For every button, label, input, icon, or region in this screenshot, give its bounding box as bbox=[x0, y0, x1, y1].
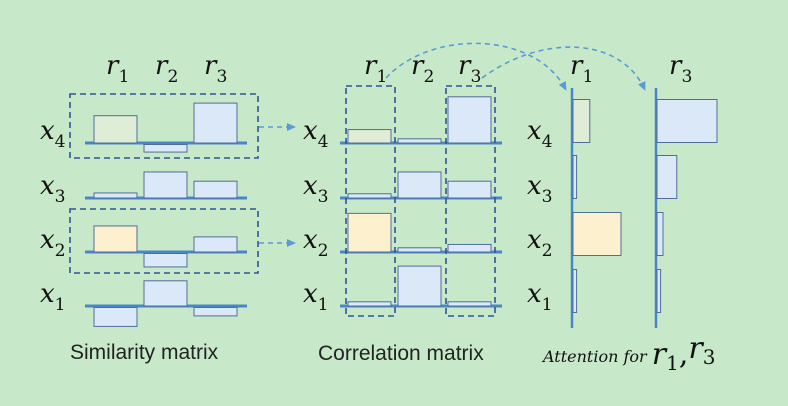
correlation-col-label-r3: r3 bbox=[458, 51, 481, 87]
correlation-bar-x4-r3 bbox=[447, 96, 492, 144]
attention-row-label-x3: x3 bbox=[527, 171, 553, 207]
correlation-row-label-x4: x4 bbox=[303, 116, 329, 152]
correlation-bar-x2-r3 bbox=[447, 243, 492, 253]
similarity-row-label-x3: x3 bbox=[40, 171, 66, 207]
correlation-row-label-x1: x1 bbox=[303, 279, 329, 315]
correlation-row-label-x3: x3 bbox=[303, 171, 329, 207]
attention-r3-bar-x1 bbox=[656, 269, 662, 313]
correlation-bar-x1-r2 bbox=[397, 265, 442, 307]
correlation-bar-x2-r1 bbox=[347, 212, 392, 253]
similarity-bar-x3-r2 bbox=[143, 171, 188, 199]
correlation-bar-x3-r2 bbox=[397, 171, 442, 199]
attention-row-label-x4: x4 bbox=[527, 116, 553, 152]
attention-row-label-x2: x2 bbox=[527, 225, 553, 261]
attention-r3-bar-x4 bbox=[656, 99, 718, 143]
correlation-bar-x2-r2 bbox=[397, 247, 442, 253]
correlation-bar-x3-r1 bbox=[347, 193, 392, 199]
similarity-bar-x3-r3 bbox=[193, 180, 238, 199]
similarity-bar-x2-r3 bbox=[193, 236, 238, 253]
correlation-matrix-caption: Correlation matrix bbox=[318, 342, 484, 365]
similarity-bar-x2-r1 bbox=[93, 225, 138, 253]
correlation-highlight-r1 bbox=[345, 85, 396, 317]
similarity-row-label-x4: x4 bbox=[40, 116, 66, 152]
similarity-highlight-x2 bbox=[69, 208, 259, 274]
correlation-col-label-r1: r1 bbox=[364, 51, 387, 87]
similarity-bar-x4-r1 bbox=[93, 115, 138, 144]
attention-caption: Attention for r1,r3 bbox=[541, 331, 715, 375]
attention-r1-bar-x1 bbox=[572, 269, 578, 313]
similarity-matrix-caption: Similarity matrix bbox=[70, 341, 219, 364]
correlation-matrix-panel: r1 r2 r3 x4 x3 x2 x1 bbox=[303, 51, 502, 317]
correlation-bar-x3-r3 bbox=[447, 180, 492, 199]
similarity-col-label-r3: r3 bbox=[204, 51, 227, 87]
attention-caption-math-2: r bbox=[688, 331, 704, 366]
attention-r3-bar-x2 bbox=[656, 212, 664, 256]
attention-caption-math-0: r bbox=[652, 337, 668, 372]
attention-col-label-r1: r1 bbox=[570, 51, 593, 87]
correlation-col-label-r2: r2 bbox=[411, 51, 434, 87]
attention-caption-math-1: , bbox=[679, 337, 689, 372]
arrow-r1-to-attention bbox=[385, 42, 567, 91]
arrow-r3-to-attention bbox=[481, 46, 646, 91]
attention-r1-bar-x4 bbox=[572, 99, 591, 143]
similarity-bar-x4-r3 bbox=[193, 102, 238, 144]
similarity-bar-x4-r2 bbox=[143, 144, 188, 153]
attention-r3-bar-x3 bbox=[656, 155, 678, 199]
similarity-highlight-x4 bbox=[69, 93, 259, 159]
attention-panel: r1 r3 x4 x3 x2 x1 bbox=[527, 51, 718, 328]
similarity-bar-x3-r1 bbox=[93, 192, 138, 199]
correlation-bar-x4-r2 bbox=[397, 138, 442, 144]
similarity-bar-x1-r1 bbox=[93, 307, 138, 327]
correlation-highlight-r3 bbox=[445, 85, 496, 317]
attention-col-label-r3: r3 bbox=[669, 51, 692, 87]
correlation-bar-x4-r1 bbox=[347, 129, 392, 144]
arrows-layer bbox=[259, 42, 646, 247]
similarity-row-label-x2: x2 bbox=[40, 225, 66, 261]
correlation-bar-x1-r3 bbox=[447, 301, 492, 307]
attention-r1-bar-x2 bbox=[572, 212, 622, 256]
attention-row-label-x1: x1 bbox=[527, 279, 553, 315]
attention-caption-text: Attention for bbox=[541, 347, 652, 366]
similarity-col-label-r2: r2 bbox=[155, 51, 178, 87]
correlation-row-label-x2: x2 bbox=[303, 225, 329, 261]
similarity-bar-x2-r2 bbox=[143, 253, 188, 268]
similarity-matrix-panel: r1 r2 r3 x4 x3 x2 x1 bbox=[40, 51, 259, 327]
similarity-bar-x1-r2 bbox=[143, 280, 188, 307]
similarity-row-label-x1: x1 bbox=[40, 279, 66, 315]
similarity-bar-x1-r3 bbox=[193, 307, 238, 317]
correlation-bar-x1-r1 bbox=[347, 301, 392, 307]
similarity-col-label-r1: r1 bbox=[106, 51, 129, 87]
attention-r1-bar-x3 bbox=[572, 155, 578, 199]
